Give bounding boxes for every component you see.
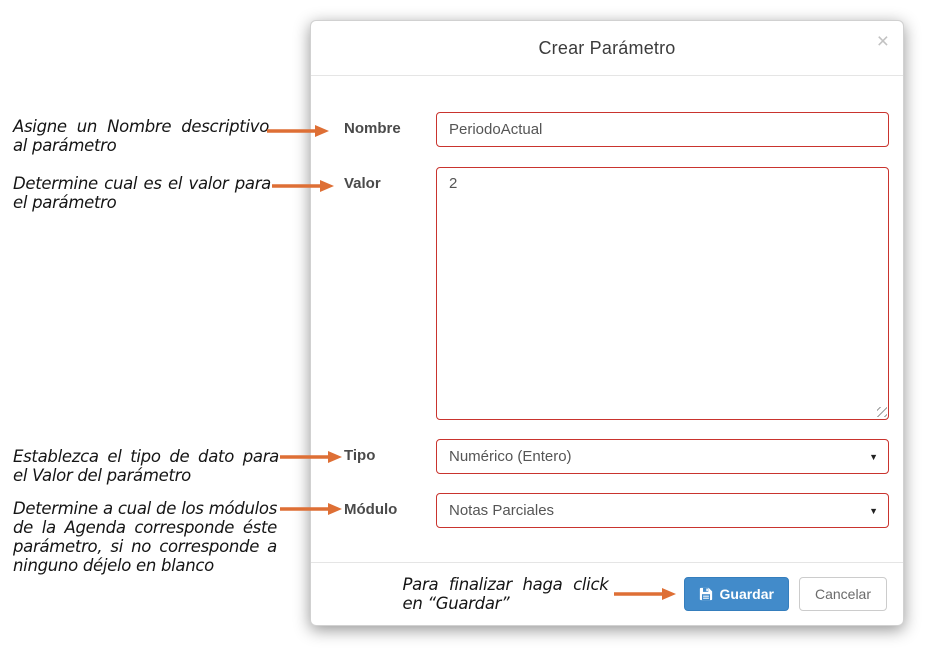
dialog-title: Crear Parámetro <box>538 37 676 58</box>
annotation-tipo: Establezca el tipo de dato para el Valor… <box>13 447 279 485</box>
dialog-body: Nombre Valor 2 Tipo Numérico (Entero) ▼ <box>311 76 903 528</box>
caret-down-icon: ▼ <box>869 451 878 462</box>
cancel-button[interactable]: Cancelar <box>798 577 887 611</box>
tipo-selected-value: Numérico (Entero) <box>449 448 572 465</box>
annotation-modulo: Determine a cual de los módulos de la Ag… <box>13 499 277 575</box>
valor-label: Valor <box>344 175 381 192</box>
tipo-select[interactable]: Numérico (Entero) ▼ <box>436 439 889 474</box>
close-icon: × <box>876 30 889 53</box>
form-row-nombre: Nombre <box>344 112 889 147</box>
arrow-icon-nombre <box>267 125 329 137</box>
textarea-resize-handle[interactable] <box>877 407 887 417</box>
arrow-icon-modulo <box>280 503 342 515</box>
modulo-selected-value: Notas Parciales <box>449 502 555 519</box>
annotation-guardar: Para finalizar haga click en “Guardar” <box>402 575 609 613</box>
annotation-nombre: Asigne un Nombre descriptivo al parámetr… <box>13 117 269 155</box>
crear-parametro-dialog: Crear Parámetro × Nombre Valor 2 Tipo <box>310 20 904 626</box>
valor-textarea[interactable]: 2 <box>436 167 889 420</box>
save-button-label: Guardar <box>719 586 774 602</box>
dialog-footer: Para finalizar haga click en “Guardar” G… <box>311 562 903 625</box>
close-button[interactable]: × <box>877 31 889 52</box>
arrow-icon-tipo <box>280 451 342 463</box>
form-row-modulo: Módulo Notas Parciales ▼ <box>344 493 889 528</box>
save-button[interactable]: Guardar <box>683 577 789 611</box>
arrow-icon-valor <box>272 180 334 192</box>
nombre-label: Nombre <box>344 120 401 137</box>
dialog-header: Crear Parámetro × <box>311 21 903 76</box>
form-row-valor: Valor 2 <box>344 167 889 420</box>
arrow-icon-guardar <box>613 588 676 600</box>
annotation-valor: Determine cual es el valor para el parám… <box>13 174 271 212</box>
caret-down-icon: ▼ <box>869 505 878 516</box>
modulo-label: Módulo <box>344 501 398 518</box>
cancel-button-label: Cancelar <box>814 586 871 602</box>
modulo-select[interactable]: Notas Parciales ▼ <box>436 493 889 528</box>
form-row-tipo: Tipo Numérico (Entero) ▼ <box>344 439 889 474</box>
tipo-label: Tipo <box>344 447 376 464</box>
nombre-input[interactable] <box>436 112 889 147</box>
save-icon <box>699 587 712 601</box>
